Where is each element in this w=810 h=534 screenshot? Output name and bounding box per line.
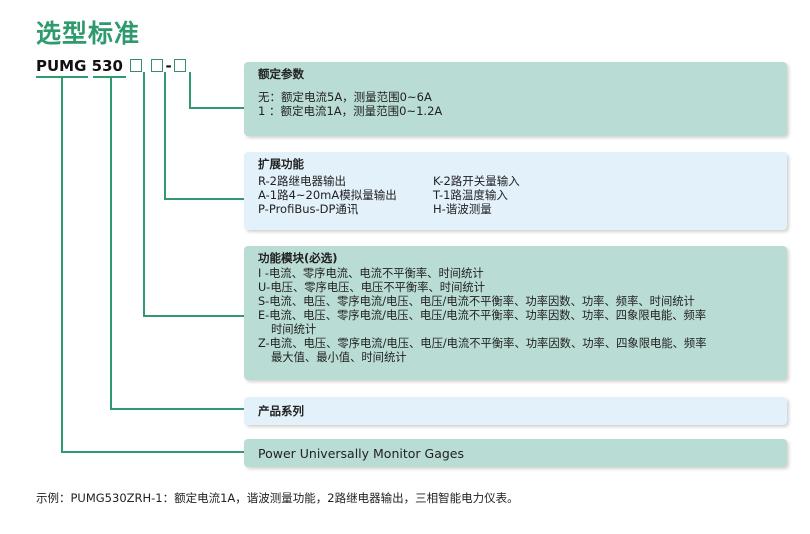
connector-func-v (143, 72, 145, 317)
extension-heading: 扩展功能 (258, 157, 304, 171)
product-series-box: 产品系列 (244, 397, 787, 425)
function-heading: 功能模块(必选) (258, 251, 338, 265)
extension-item: T-1路温度输入 (433, 188, 508, 202)
function-line: U-电压、零序电压、电压不平衡率、时间统计 (258, 281, 485, 294)
connector-rated-h (189, 107, 245, 109)
rated-parameters-box: 额定参数 无：额定电流5A，测量范围0~6A 1 ：额定电流1A，测量范围0~1… (244, 62, 787, 136)
example-text: 示例：PUMG530ZRH-1：额定电流1A，谐波测量功能，2路继电器输出，三相… (36, 491, 519, 505)
extension-item: H-谐波测量 (433, 202, 492, 216)
function-line: I -电流、零序电流、电流不平衡率、时间统计 (258, 267, 484, 280)
model-code: PUMG 530 - (36, 57, 188, 78)
function-line: 最大值、最小值、时间统计 (271, 351, 407, 364)
series-heading: 产品系列 (258, 404, 304, 418)
rated-line: 无：额定电流5A，测量范围0~6A (258, 90, 432, 104)
model-prefix: PUMG (36, 57, 87, 75)
function-line: 时间统计 (271, 323, 317, 336)
rated-slot-box (173, 59, 186, 72)
model-dash: - (165, 57, 172, 75)
model-number: 530 (91, 57, 123, 75)
product-name-box: Power Universally Monitor Gages (244, 439, 787, 467)
connector-series-h (110, 408, 245, 410)
function-module-box: 功能模块(必选) I -电流、零序电流、电流不平衡率、时间统计 U-电压、零序电… (244, 246, 787, 380)
extension-item: P-ProfiBus-DP通讯 (258, 202, 359, 216)
number-underline (93, 76, 126, 78)
extension-item: R-2路继电器输出 (258, 174, 346, 188)
connector-ext-h (164, 198, 245, 200)
extension-item: A-1路4~20mA模拟量输出 (258, 188, 397, 202)
connector-gauge-h (61, 451, 245, 453)
prefix-underline (36, 76, 88, 78)
connector-func-h (143, 315, 245, 317)
function-line: E-电流、电压、零序电流/电压、电压/电流不平衡率、功率因数、功率、四象限电能、… (258, 309, 707, 322)
connector-series-v (110, 78, 112, 410)
extension-functions-box: 扩展功能 R-2路继电器输出 A-1路4~20mA模拟量输出 P-ProfiBu… (244, 152, 787, 230)
rated-heading: 额定参数 (258, 67, 304, 81)
connector-gauge-v (61, 78, 63, 453)
function-slot-box (130, 59, 143, 72)
extension-slot-box (151, 59, 164, 72)
connector-ext-v (164, 72, 166, 200)
function-line: S-电流、电压、零序电流/电压、电压/电流不平衡率、功率因数、功率、频率、时间统… (258, 295, 695, 308)
page-title: 选型标准 (36, 19, 141, 48)
product-name: Power Universally Monitor Gages (258, 446, 464, 461)
extension-item: K-2路开关量输入 (433, 174, 520, 188)
rated-line: 1 ：额定电流1A，测量范围0~1.2A (258, 104, 443, 118)
connector-rated-v (189, 72, 191, 109)
function-line: Z-电流、电压、零序电流/电压、电压/电流不平衡率、功率因数、功率、四象限电能、… (258, 337, 707, 350)
